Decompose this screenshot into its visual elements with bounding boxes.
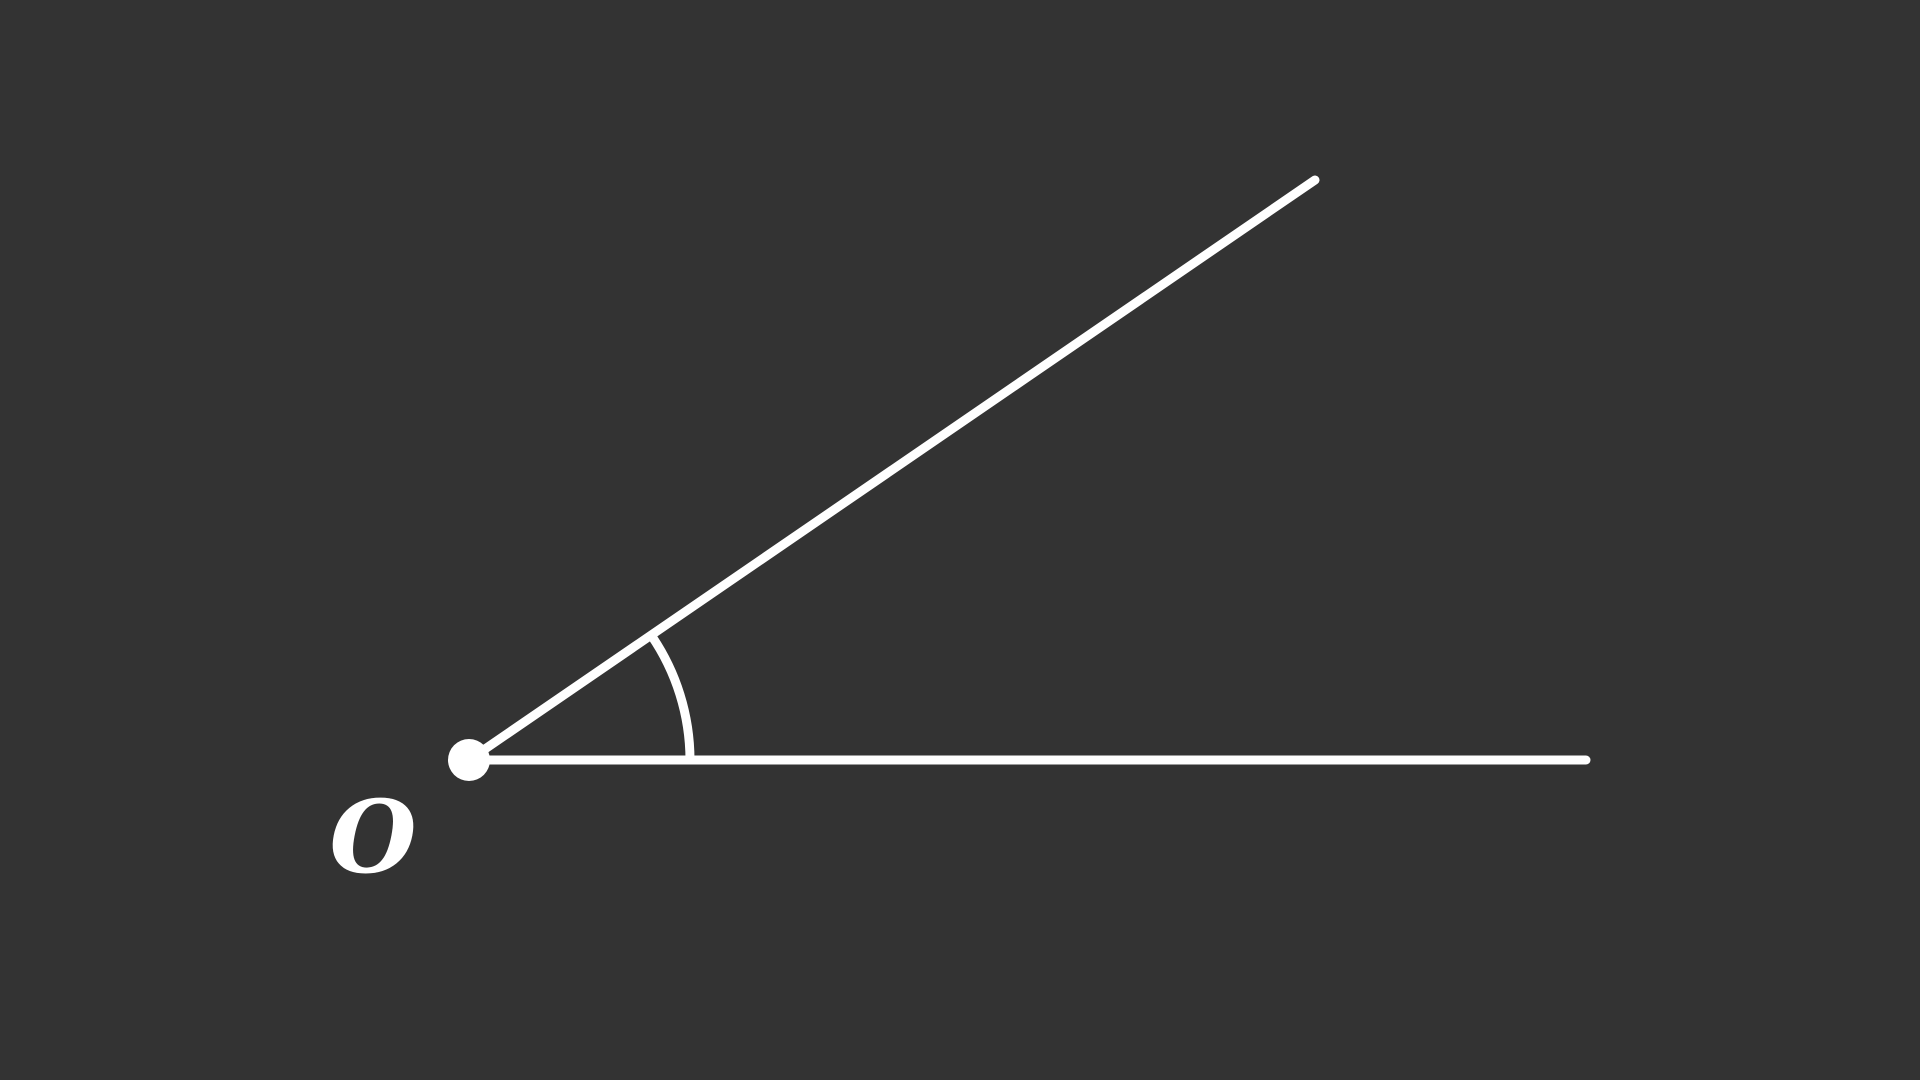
angle-arc (647, 632, 695, 761)
vertex-label: O (329, 778, 416, 896)
inclined-ray (464, 175, 1320, 765)
vertex-point (448, 739, 490, 781)
